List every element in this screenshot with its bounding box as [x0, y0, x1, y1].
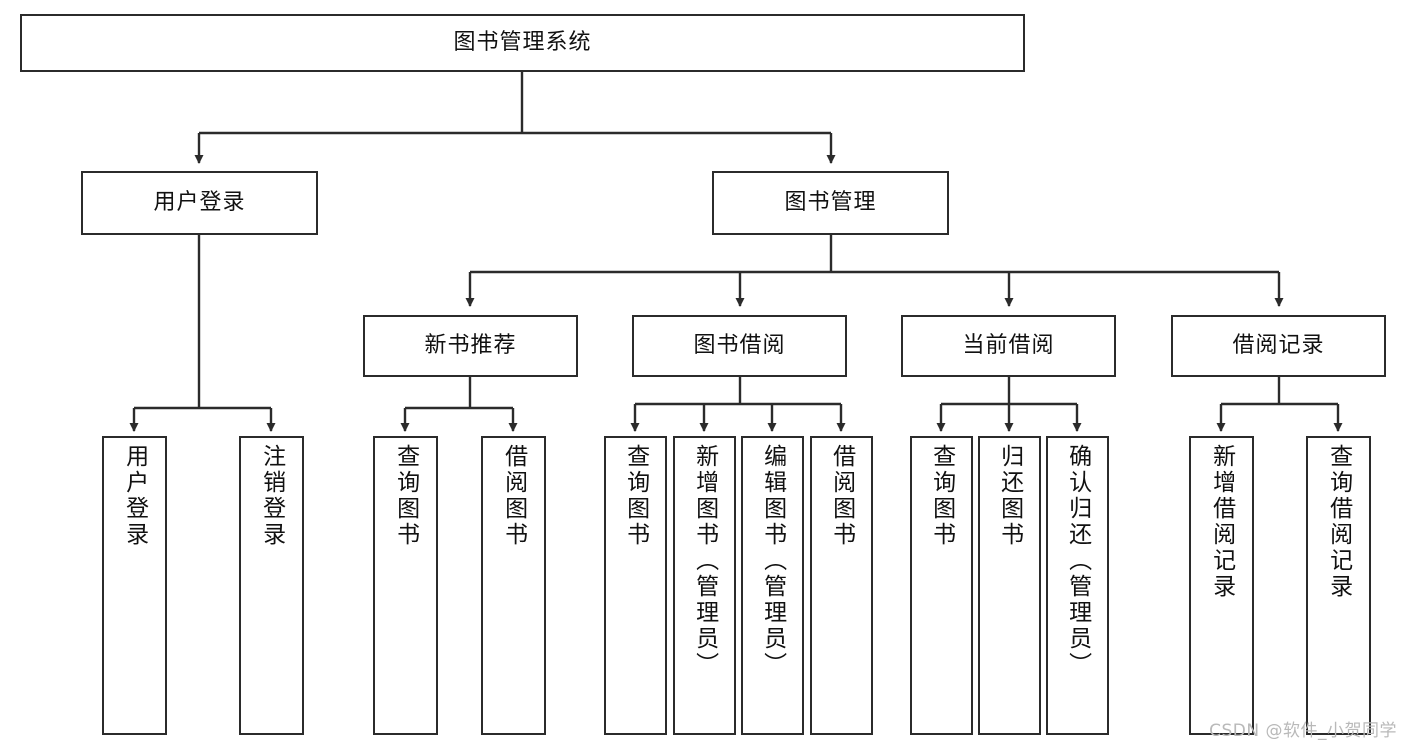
node-label: 查询图书 — [622, 444, 649, 548]
node-label: 借阅图书 — [500, 444, 527, 548]
node-label: 新书推荐 — [424, 333, 517, 359]
node-current-borrow[interactable]: 当前借阅 — [901, 315, 1116, 377]
node-label: 注销登录 — [258, 444, 285, 548]
leaf-book-borrow-add[interactable]: 新增图书（管理员） — [673, 436, 736, 735]
leaf-book-borrow-borrow[interactable]: 借阅图书 — [810, 436, 873, 735]
node-label: 借阅记录 — [1232, 333, 1325, 359]
node-book-management[interactable]: 图书管理 — [712, 171, 949, 235]
node-borrow-record[interactable]: 借阅记录 — [1171, 315, 1386, 377]
node-user-login[interactable]: 用户登录 — [81, 171, 318, 235]
node-label: 查询图书 — [392, 444, 419, 548]
leaf-current-borrow-confirm-return[interactable]: 确认归还（管理员） — [1046, 436, 1109, 735]
leaf-current-borrow-query[interactable]: 查询图书 — [910, 436, 973, 735]
leaf-borrow-record-query[interactable]: 查询借阅记录 — [1306, 436, 1371, 735]
node-label: 新增借阅记录 — [1208, 444, 1235, 600]
node-label: 查询借阅记录 — [1325, 444, 1352, 600]
node-label: 归还图书 — [996, 444, 1023, 548]
node-label: 新增图书（管理员） — [691, 444, 718, 678]
leaf-new-book-query[interactable]: 查询图书 — [373, 436, 438, 735]
leaf-user-login-login[interactable]: 用户登录 — [102, 436, 167, 735]
leaf-user-login-logout[interactable]: 注销登录 — [239, 436, 304, 735]
node-label: 查询图书 — [928, 444, 955, 548]
leaf-current-borrow-return[interactable]: 归还图书 — [978, 436, 1041, 735]
node-label: 图书借阅 — [693, 333, 786, 359]
node-book-borrow[interactable]: 图书借阅 — [632, 315, 847, 377]
leaf-book-borrow-edit[interactable]: 编辑图书（管理员） — [741, 436, 804, 735]
node-new-book-recommend[interactable]: 新书推荐 — [363, 315, 578, 377]
node-label: 图书管理 — [784, 190, 877, 216]
node-label: 当前借阅 — [962, 333, 1055, 359]
node-root-system[interactable]: 图书管理系统 — [20, 14, 1025, 72]
node-label: 借阅图书 — [828, 444, 855, 548]
node-label: 图书管理系统 — [453, 30, 592, 56]
node-label: 确认归还（管理员） — [1064, 444, 1091, 678]
node-label: 用户登录 — [153, 190, 246, 216]
node-label: 用户登录 — [121, 444, 148, 548]
node-label: 编辑图书（管理员） — [759, 444, 786, 678]
leaf-borrow-record-add[interactable]: 新增借阅记录 — [1189, 436, 1254, 735]
leaf-new-book-borrow[interactable]: 借阅图书 — [481, 436, 546, 735]
leaf-book-borrow-query[interactable]: 查询图书 — [604, 436, 667, 735]
